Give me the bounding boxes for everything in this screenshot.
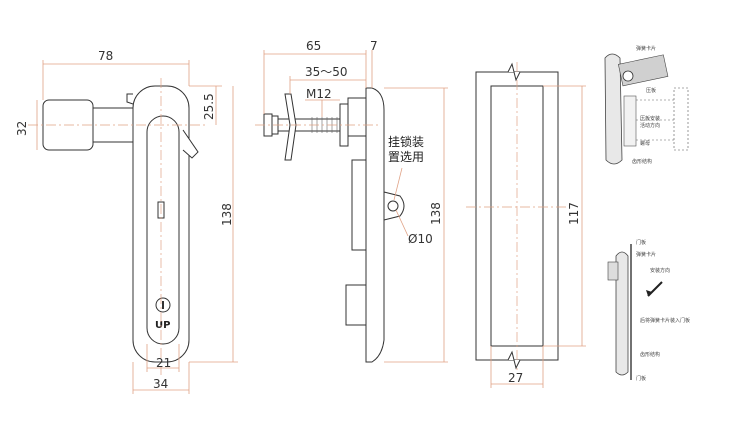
- dim-21: 21: [156, 356, 171, 370]
- dim-78: 78: [98, 49, 113, 63]
- install-top-bolt: [622, 70, 634, 82]
- clamp-lever: [284, 93, 297, 161]
- side-view: 65 7 35～50 M12 138 挂锁装 置选用 Ø10: [255, 39, 448, 363]
- install-top-label-0: 弹簧卡片: [636, 45, 656, 52]
- install-diagram-bottom: 门板 弹簧卡片 安装方向 后将弹簧卡片装入门板 齿形结构 门板: [607, 239, 690, 382]
- side-panel: [351, 159, 367, 251]
- side-body: [365, 87, 385, 363]
- dim-7: 7: [370, 39, 378, 53]
- install-bottom-label-4: 齿形结构: [640, 351, 660, 358]
- dim-117: 117: [567, 202, 581, 225]
- padlock-note-line1: 挂锁装: [388, 134, 424, 149]
- install-top-clip: [618, 54, 669, 87]
- install-diagram-top: 弹簧卡片 压板 压板安装 活动方向 螺母 齿形结构: [604, 45, 689, 165]
- install-top-label-1: 压板: [646, 87, 656, 94]
- dim-65: 65: [306, 39, 321, 53]
- break-mark-bottom: [507, 350, 521, 370]
- install-top-label-2: 压板安装: [640, 115, 660, 122]
- install-bottom-body: [615, 251, 629, 376]
- install-top-label-3: 活动方向: [640, 122, 660, 129]
- break-mark-top: [507, 62, 521, 82]
- install-bottom-label-0: 门板: [636, 239, 646, 246]
- up-mark: UP: [155, 320, 170, 331]
- install-bottom-label-5: 门板: [636, 375, 646, 382]
- dim-138-side: 138: [429, 202, 443, 225]
- dim-138-front: 138: [220, 203, 234, 226]
- latch-hook: [182, 129, 199, 159]
- dim-35-50: 35～50: [305, 65, 348, 79]
- dim-27: 27: [508, 371, 523, 385]
- leader-padlock: [393, 167, 403, 201]
- dim-m12: M12: [306, 87, 332, 101]
- handle-inner-panel: [146, 115, 180, 345]
- lever-tab: [126, 93, 134, 105]
- leader-dia10: [395, 209, 409, 237]
- install-bottom-label-3: 后将弹簧卡片装入门板: [640, 317, 690, 324]
- side-bracket: [345, 284, 367, 326]
- install-top-rack: [673, 87, 689, 151]
- padlock-note-line2: 置选用: [388, 150, 424, 164]
- install-bottom-label-2: 安装方向: [650, 267, 670, 274]
- keyhole: [162, 301, 164, 309]
- dim-32: 32: [15, 121, 29, 136]
- dim-34: 34: [153, 377, 168, 391]
- install-top-plate: [623, 95, 637, 147]
- key-lock-icon: [155, 297, 171, 313]
- dim-25-5: 25.5: [202, 93, 216, 120]
- install-bottom-label-1: 弹簧卡片: [636, 251, 656, 258]
- dim-dia10: Ø10: [408, 232, 433, 246]
- install-top-body: [604, 53, 623, 165]
- install-top-label-4: 螺母: [640, 140, 650, 147]
- cutout-view: 117 27: [466, 62, 586, 388]
- front-view: UP 78 32 25.5 138 21 34: [15, 49, 238, 394]
- padlock-tab: [383, 191, 405, 221]
- install-bottom-block: [607, 261, 619, 281]
- padlock-hole: [387, 200, 399, 212]
- install-top-label-5: 齿形结构: [632, 158, 652, 165]
- mount-block: [347, 97, 367, 137]
